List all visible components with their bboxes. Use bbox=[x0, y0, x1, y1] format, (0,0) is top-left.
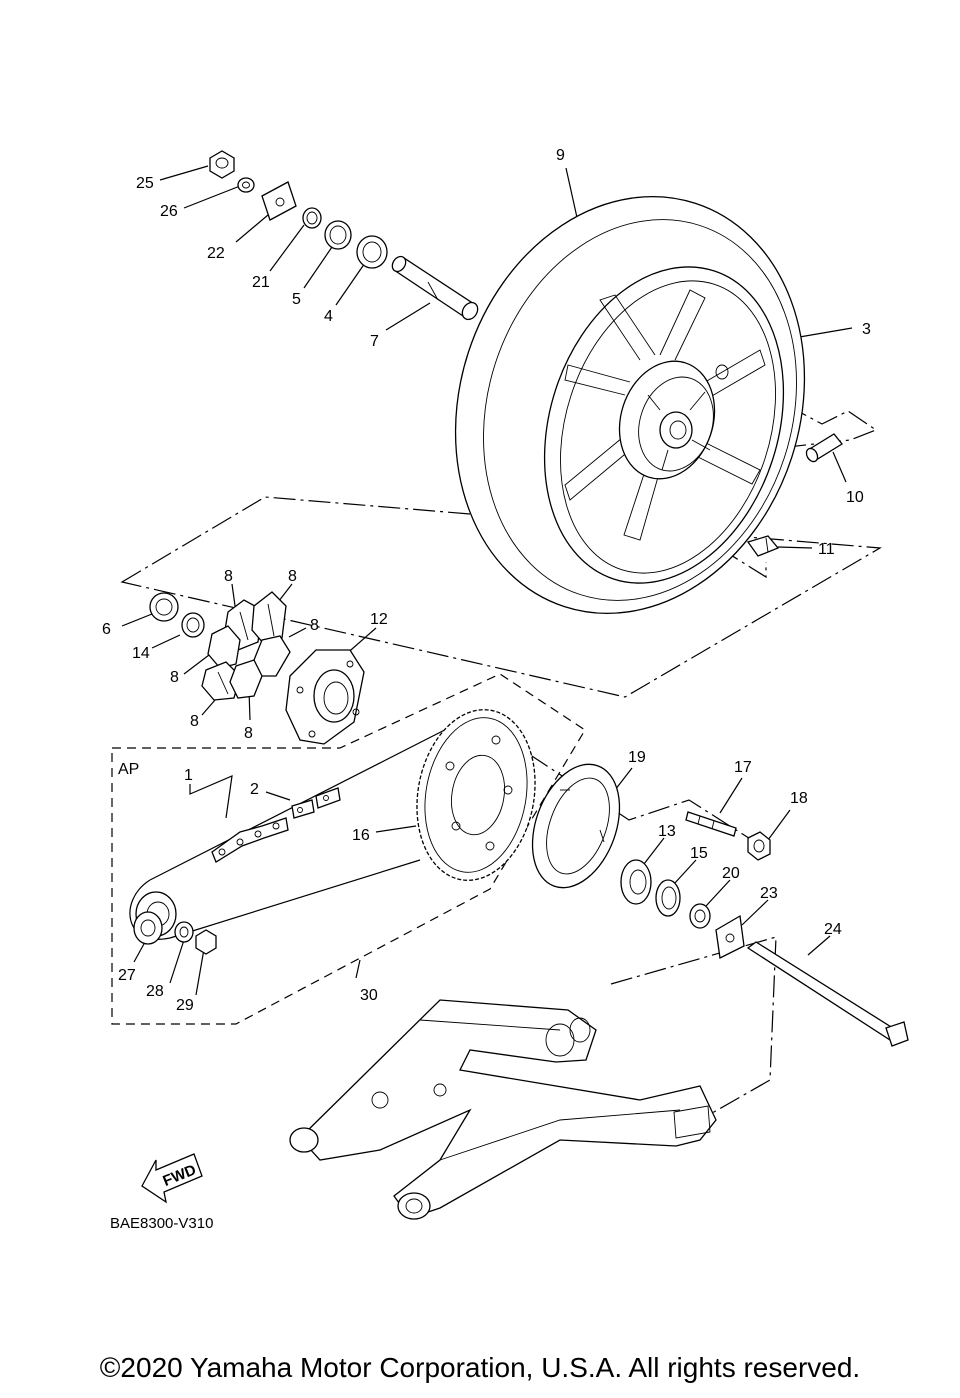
axle-nut bbox=[209, 150, 235, 179]
spacer-tube bbox=[391, 255, 479, 321]
chain-links bbox=[211, 787, 341, 863]
callout-4: 4 bbox=[324, 308, 333, 325]
callout-29: 29 bbox=[176, 997, 194, 1014]
balance-weight bbox=[746, 535, 780, 557]
axle-group-outline bbox=[610, 936, 777, 1121]
callout-13: 13 bbox=[658, 823, 676, 840]
washer bbox=[237, 177, 255, 193]
callout-18: 18 bbox=[790, 790, 808, 807]
fwd-arrow: FWD bbox=[141, 1153, 203, 1204]
wheel-damper-set bbox=[201, 591, 291, 701]
collar-right bbox=[689, 903, 711, 929]
oil-seal-right bbox=[655, 879, 681, 917]
oil-seal bbox=[324, 220, 352, 250]
bearing bbox=[356, 235, 388, 269]
chain-puller-right bbox=[715, 914, 745, 959]
callout-14: 14 bbox=[132, 645, 150, 662]
callout-12: 12 bbox=[370, 611, 388, 628]
bearing-left bbox=[149, 592, 179, 622]
swingarm bbox=[289, 999, 717, 1220]
callout-8-bottom-left: 8 bbox=[190, 713, 199, 730]
callout-26: 26 bbox=[160, 203, 178, 220]
callout-20: 20 bbox=[722, 865, 740, 882]
driven-sprocket bbox=[416, 709, 536, 881]
chain-adjust-parts bbox=[133, 911, 217, 955]
chain-puller bbox=[261, 181, 297, 221]
clutch-hub bbox=[285, 649, 365, 745]
nut bbox=[747, 831, 771, 861]
callout-19: 19 bbox=[628, 749, 646, 766]
wheel-group-outline bbox=[120, 496, 882, 698]
hub-vanes bbox=[647, 391, 711, 471]
callout-1: 1 bbox=[184, 767, 193, 784]
callout-15: 15 bbox=[690, 845, 708, 862]
rear-axle bbox=[746, 941, 909, 1047]
tire-valve bbox=[805, 433, 843, 463]
callout-22: 22 bbox=[207, 245, 225, 262]
callout-27: 27 bbox=[118, 967, 136, 984]
copyright-notice: ©2020 Yamaha Motor Corporation, U.S.A. A… bbox=[99, 1352, 861, 1383]
chain-assembly-box bbox=[111, 673, 586, 1025]
callout-7: 7 bbox=[370, 333, 379, 350]
bearing-right bbox=[620, 859, 652, 905]
callout-21: 21 bbox=[252, 274, 270, 291]
callout-24: 24 bbox=[824, 921, 842, 938]
wheel-spokes bbox=[564, 289, 766, 541]
callout-8-left: 8 bbox=[170, 669, 179, 686]
rear-wheel bbox=[454, 195, 806, 615]
callout-2: 2 bbox=[250, 781, 259, 798]
drawing-code: BAE8300-V310 bbox=[110, 1215, 213, 1232]
callout-25: 25 bbox=[136, 175, 154, 192]
callout-16: 16 bbox=[352, 827, 370, 844]
callout-6: 6 bbox=[102, 621, 111, 638]
callout-10: 10 bbox=[846, 489, 864, 506]
callout-17: 17 bbox=[734, 759, 752, 776]
callout-8-top-right: 8 bbox=[288, 568, 297, 585]
callout-28: 28 bbox=[146, 983, 164, 1000]
callout-30: 30 bbox=[360, 987, 378, 1004]
callout-11: 11 bbox=[818, 541, 835, 558]
callout-9: 9 bbox=[556, 147, 565, 164]
callout-ap: AP bbox=[118, 761, 139, 778]
spacer bbox=[181, 612, 205, 638]
callout-5: 5 bbox=[292, 291, 301, 308]
callout-8-right: 8 bbox=[310, 617, 319, 634]
sprocket-drum-plate bbox=[531, 763, 621, 889]
collar bbox=[302, 207, 322, 229]
callout-8-top-left: 8 bbox=[224, 568, 233, 585]
stud-bolt bbox=[685, 811, 737, 837]
callout-8-bottom: 8 bbox=[244, 725, 253, 742]
callout-3: 3 bbox=[862, 321, 871, 338]
callout-labels: 25 26 22 21 5 4 7 9 3 10 11 6 14 8 8 8 8… bbox=[102, 147, 871, 1014]
callout-23: 23 bbox=[760, 885, 778, 902]
